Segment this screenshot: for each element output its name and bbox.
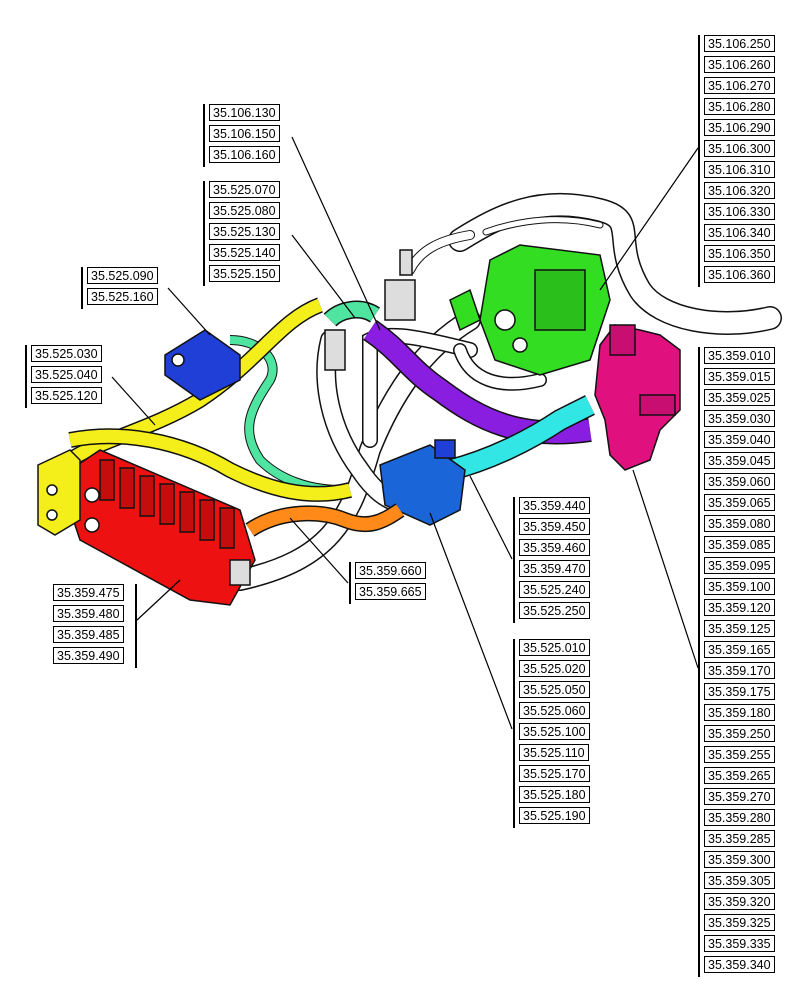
part-label: 35.359.045 <box>704 452 775 469</box>
part-label: 35.359.485 <box>53 626 124 643</box>
part-label: 35.359.460 <box>519 539 590 556</box>
part-label: 35.525.150 <box>209 265 280 282</box>
part-label: 35.525.190 <box>519 807 590 824</box>
part-label: 35.106.320 <box>704 182 775 199</box>
part-label: 35.525.120 <box>31 387 102 404</box>
part-label: 35.525.060 <box>519 702 590 719</box>
part-label: 35.525.100 <box>519 723 590 740</box>
part-label: 35.359.175 <box>704 683 775 700</box>
part-label: 35.359.165 <box>704 641 775 658</box>
part-label: 35.106.330 <box>704 203 775 220</box>
part-label: 35.359.270 <box>704 788 775 805</box>
bracket <box>513 497 515 623</box>
cyan-hose <box>447 395 595 481</box>
white-hoses <box>229 192 782 591</box>
part-label: 35.525.040 <box>31 366 102 383</box>
bracket <box>203 181 205 286</box>
part-label: 35.106.360 <box>704 266 775 283</box>
part-label: 35.525.170 <box>519 765 590 782</box>
part-label: 35.525.010 <box>519 639 590 656</box>
part-label: 35.106.150 <box>209 125 280 142</box>
part-label: 35.359.040 <box>704 431 775 448</box>
part-label: 35.359.280 <box>704 809 775 826</box>
part-label: 35.106.280 <box>704 98 775 115</box>
part-label: 35.525.050 <box>519 681 590 698</box>
bracket <box>203 104 205 167</box>
part-label: 35.359.490 <box>53 647 124 664</box>
fittings <box>229 249 416 586</box>
part-label: 35.359.665 <box>355 583 426 600</box>
part-label: 35.106.250 <box>704 35 775 52</box>
part-label: 35.525.160 <box>87 288 158 305</box>
part-label: 35.359.265 <box>704 767 775 784</box>
part-label: 35.525.080 <box>209 202 280 219</box>
part-label: 35.359.255 <box>704 746 775 763</box>
part-label: 35.106.350 <box>704 245 775 262</box>
part-label: 35.359.030 <box>704 410 775 427</box>
red-valve-bank <box>69 449 256 606</box>
part-label: 35.106.270 <box>704 77 775 94</box>
part-label: 35.359.320 <box>704 893 775 910</box>
part-label: 35.106.310 <box>704 161 775 178</box>
part-label: 35.525.030 <box>31 345 102 362</box>
yellow-end-block <box>37 449 81 536</box>
part-label: 35.106.130 <box>209 104 280 121</box>
bracket <box>698 35 700 287</box>
part-label: 35.106.160 <box>209 146 280 163</box>
part-label: 35.106.300 <box>704 140 775 157</box>
part-label: 35.359.440 <box>519 497 590 514</box>
part-label: 35.359.450 <box>519 518 590 535</box>
blue-block-center <box>379 439 466 526</box>
part-label: 35.359.085 <box>704 536 775 553</box>
part-label: 35.359.125 <box>704 620 775 637</box>
part-label: 35.525.110 <box>519 744 589 761</box>
part-label: 35.106.260 <box>704 56 775 73</box>
magenta-valve <box>594 324 681 471</box>
part-label: 35.359.300 <box>704 851 775 868</box>
part-label: 35.525.240 <box>519 581 590 598</box>
part-label: 35.359.120 <box>704 599 775 616</box>
part-label: 35.359.180 <box>704 704 775 721</box>
part-label: 35.359.250 <box>704 725 775 742</box>
part-label: 35.525.130 <box>209 223 280 240</box>
part-label: 35.525.070 <box>209 181 280 198</box>
part-label: 35.359.470 <box>519 560 590 577</box>
part-label: 35.359.080 <box>704 515 775 532</box>
part-label: 35.525.020 <box>519 660 590 677</box>
bracket <box>81 267 83 309</box>
part-label: 35.359.325 <box>704 914 775 931</box>
part-label: 35.359.660 <box>355 562 426 579</box>
part-label: 35.359.015 <box>704 368 775 385</box>
part-label: 35.359.010 <box>704 347 775 364</box>
part-label: 35.359.060 <box>704 473 775 490</box>
bracket <box>698 347 700 977</box>
leader-lines <box>111 136 699 730</box>
green-pump <box>449 244 611 376</box>
part-label: 35.359.335 <box>704 935 775 952</box>
part-label: 35.359.100 <box>704 578 775 595</box>
part-label: 35.359.480 <box>53 605 124 622</box>
part-label: 35.106.340 <box>704 224 775 241</box>
part-label: 35.525.090 <box>87 267 158 284</box>
part-label: 35.359.065 <box>704 494 775 511</box>
part-label: 35.359.340 <box>704 956 775 973</box>
part-label: 35.359.025 <box>704 389 775 406</box>
bracket <box>135 584 137 668</box>
bracket <box>513 639 515 828</box>
bracket <box>349 562 351 604</box>
part-label: 35.525.140 <box>209 244 280 261</box>
part-label: 35.359.095 <box>704 557 775 574</box>
part-label: 35.525.250 <box>519 602 590 619</box>
blue-block-small <box>164 329 241 401</box>
part-label: 35.359.305 <box>704 872 775 889</box>
orange-hose <box>245 503 405 537</box>
part-label: 35.359.475 <box>53 584 124 601</box>
part-label: 35.359.170 <box>704 662 775 679</box>
part-label: 35.106.290 <box>704 119 775 136</box>
part-label: 35.525.180 <box>519 786 590 803</box>
bracket <box>25 345 27 408</box>
part-label: 35.359.285 <box>704 830 775 847</box>
